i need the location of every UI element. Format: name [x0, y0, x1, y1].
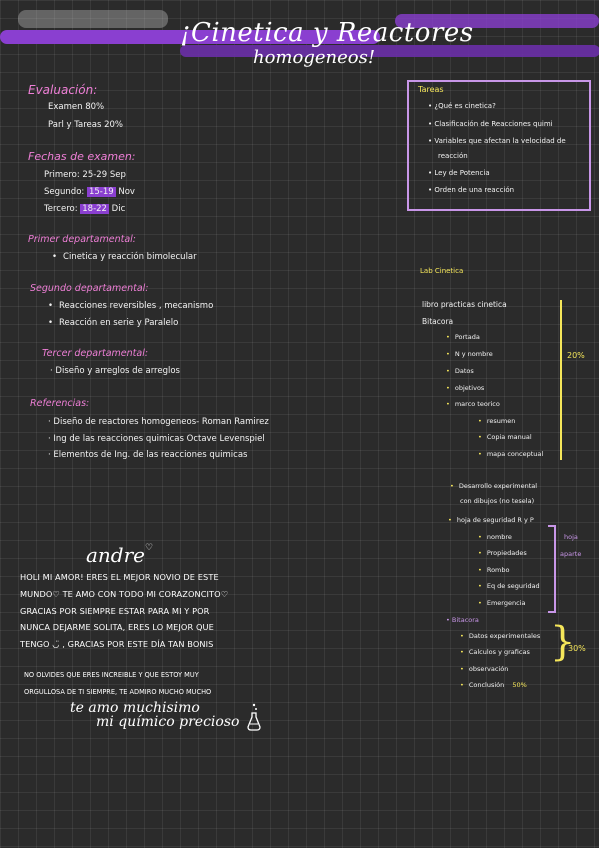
hoja-side-1: hoja	[564, 533, 578, 541]
flask-icon	[247, 703, 261, 731]
note-line-1: HOLI MI AMOR! ERES EL MEJOR NOVIO DE EST…	[20, 572, 219, 582]
referencias-heading: Referencias:	[30, 398, 90, 409]
brace-30: }	[550, 619, 576, 665]
tarea-item-5: • Orden de una reacción	[428, 186, 515, 194]
signature-text: andre	[86, 543, 146, 567]
fecha-row-2: Segundo: 15-19 Nov	[44, 187, 135, 197]
fecha-label: Primero:	[44, 170, 80, 180]
bitacora2-heading: • Bitacora	[446, 616, 479, 624]
note-line-6: NO OLVIDES QUE ERES INCREIBLE Y QUE ESTO…	[24, 671, 199, 679]
lab-subitem: Copia manual	[478, 433, 532, 441]
lab-heading: Lab Cinetica	[420, 267, 464, 275]
segundo-heading: Segundo departamental:	[30, 283, 149, 294]
header-highlight-bar	[0, 30, 380, 44]
note-script-1: te amo muchisimo	[70, 700, 200, 716]
bracket-20	[560, 300, 566, 460]
fechas-heading: Fechas de examen:	[28, 150, 136, 163]
pct-30: 30%	[568, 644, 586, 653]
primer-heading: Primer departamental:	[28, 234, 136, 245]
bitacora2-item: Calculos y graficas	[460, 648, 530, 656]
bracket-hoja	[548, 525, 556, 613]
lab-item: Portada	[446, 333, 480, 341]
fecha-label: Tercero:	[44, 204, 78, 214]
header-highlight-right	[395, 14, 599, 28]
conclusion-text: Conclusión	[468, 681, 505, 689]
tercer-heading: Tercer departamental:	[42, 348, 149, 359]
primer-item: Cinetica y reacción bimolecular	[52, 252, 197, 262]
referencia-text: Ing de las reacciones quimicas Octave Le…	[53, 434, 265, 444]
bitacora2-text: Bitacora	[451, 616, 479, 624]
referencia-text: Elementos de Ing. de las reacciones quim…	[53, 450, 248, 460]
lab-item: objetivos	[446, 384, 484, 392]
fecha-range: 25-29	[82, 170, 108, 180]
evaluacion-heading: Evaluación:	[28, 83, 98, 97]
bitacora2-item: Datos experimentales	[460, 632, 540, 640]
conclusion-pct: 50%	[512, 681, 527, 689]
hoja-item: Eq de seguridad	[478, 582, 540, 590]
referencia-3: · Elementos de Ing. de las reacciones qu…	[48, 450, 248, 460]
tarea-text: Variables que afectan la velocidad de	[434, 137, 566, 145]
note-signature: andre♡	[86, 543, 153, 567]
note-line-7: ORGULLOSA DE TI SIEMPRE, TE ADMIRO MUCHO…	[24, 688, 212, 696]
note-line-4: NUNCA DEJARME SOLITA, ERES LO MEJOR QUE	[20, 622, 214, 632]
lab-item: N y nombre	[446, 350, 493, 358]
lab-subitem: mapa conceptual	[478, 450, 543, 458]
page-subtitle: homogeneos!	[253, 47, 376, 68]
tarea-text: Clasificación de Reacciones quimi	[434, 120, 553, 128]
referencia-1: · Diseño de reactores homogeneos- Roman …	[48, 417, 269, 427]
page-title: ¡Cinetica y Reactores	[180, 18, 474, 48]
referencia-text: Diseño de reactores homogeneos- Roman Ra…	[53, 417, 269, 427]
note-script-2: mi químico precioso	[96, 714, 240, 730]
lab-desarrollo: Desarrollo experimental	[450, 482, 537, 490]
tarea-item-3b: reacción	[438, 152, 468, 160]
lab-bitacora: Bitacora	[422, 317, 454, 326]
tarea-item-4: • Ley de Potencia	[428, 169, 490, 177]
segundo-item-1: Reacciones reversibles , mecanismo	[48, 301, 213, 311]
tareas-box	[407, 80, 591, 211]
tareas-heading: Tareas	[418, 85, 444, 94]
hoja-item: Rombo	[478, 566, 510, 574]
note-line-5: TENGO ◡̈ , GRACIAS POR ESTE DÍA TAN BONI…	[20, 639, 214, 649]
pct-20: 20%	[567, 351, 585, 360]
fecha-month: Dic	[111, 204, 126, 214]
tarea-item-1: • ¿Qué es cinetica?	[428, 102, 496, 110]
lab-item: marco teorico	[446, 400, 500, 408]
tarea-text: Ley de Potencia	[434, 169, 490, 177]
hoja-item: Propiedades	[478, 549, 527, 557]
tercer-item-text: Diseño y arreglos de arreglos	[55, 366, 180, 376]
lab-libro: libro practicas cinetica	[422, 300, 507, 309]
fecha-range: 18-22	[80, 204, 109, 214]
tarea-text: ¿Qué es cinetica?	[434, 102, 496, 110]
hoja-side-2: aparte	[560, 550, 582, 558]
lab-desarrollo-2: con dibujos (no tesela)	[460, 497, 535, 505]
hoja-item: nombre	[478, 533, 512, 541]
fecha-row-1: Primero: 25-29 Sep	[44, 170, 126, 180]
fecha-month: Nov	[118, 187, 135, 197]
fecha-range: 15-19	[86, 187, 116, 197]
fecha-label: Segundo:	[44, 187, 85, 197]
header-highlight-bar-2	[180, 45, 599, 57]
hoja-item: Emergencia	[478, 599, 526, 607]
evaluacion-line-2: Parl y Tareas 20%	[48, 120, 124, 130]
bitacora2-item: observación	[460, 665, 508, 673]
lab-subitem: resumen	[478, 417, 516, 425]
fecha-row-3: Tercero: 18-22 Dic	[44, 204, 125, 214]
note-line-3: GRACIAS POR SIEMPRE ESTAR PARA MI Y POR	[20, 606, 210, 616]
heart-icon: ♡	[145, 543, 154, 553]
evaluacion-line-1: Examen 80%	[48, 102, 105, 112]
tarea-item-2: • Clasificación de Reacciones quimi	[428, 120, 553, 128]
tercer-item: · Diseño y arreglos de arreglos	[50, 366, 180, 376]
lab-item: Datos	[446, 367, 474, 375]
fecha-month: Sep	[109, 170, 126, 180]
referencia-2: · Ing de las reacciones quimicas Octave …	[48, 434, 265, 444]
header-highlight-left	[18, 10, 168, 28]
tarea-text: Orden de una reacción	[434, 186, 515, 194]
lab-hoja: hoja de seguridad R y P	[448, 516, 534, 524]
note-line-2: MUNDO♡ TE AMO CON TODO MI CORAZONCITO♡	[20, 589, 229, 599]
conclusion-item: Conclusión 50%	[460, 681, 527, 689]
segundo-item-2: Reacción en serie y Paralelo	[48, 318, 178, 328]
tarea-item-3: • Variables que afectan la velocidad de	[428, 137, 566, 145]
